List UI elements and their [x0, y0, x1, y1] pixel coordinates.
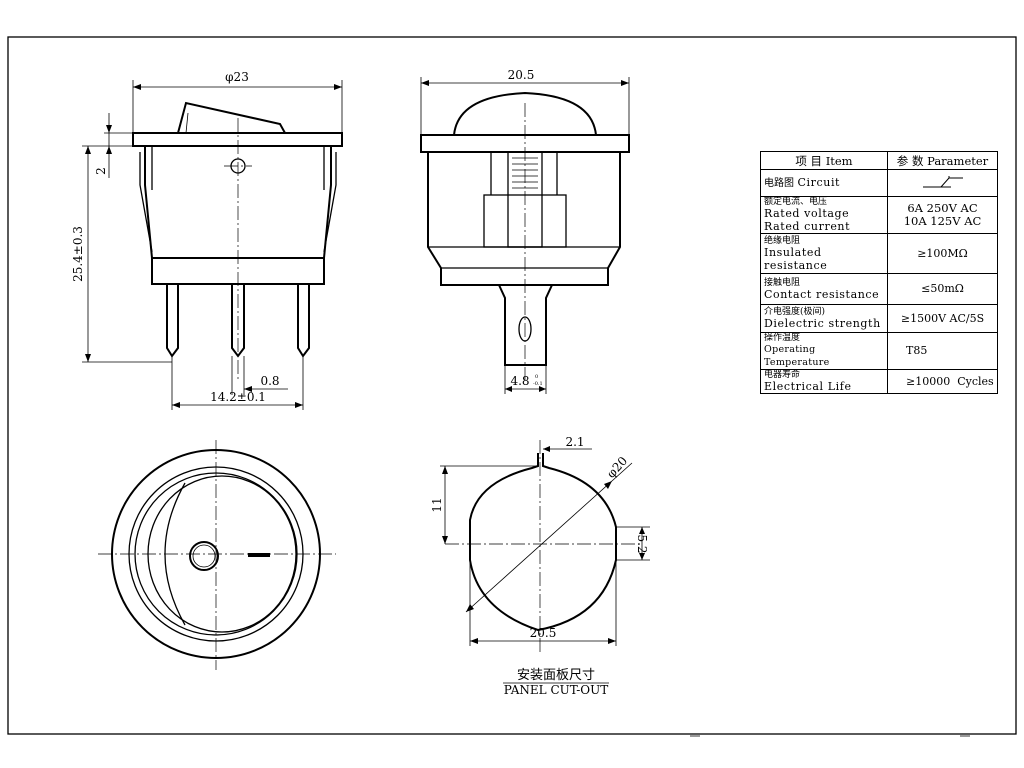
cutout-caption-zh: 安装面板尺寸	[517, 668, 595, 683]
rated-en: Rated voltage	[764, 207, 850, 220]
dielectric-zh: 介电强度(极间)	[764, 307, 826, 317]
side-view: 20.5 4.8 0 -0.1	[420, 68, 630, 394]
cutout-width-label: 20.5	[530, 626, 557, 640]
side-width-label: 20.5	[508, 68, 535, 82]
front-view: φ23 25.4±0.3	[71, 70, 343, 410]
cutout-diameter-label: φ20	[604, 454, 630, 481]
front-thickness-label: 0.8	[260, 374, 279, 388]
insulated-zh: 绝缘电阻	[764, 235, 801, 246]
rated-en2: Rated current	[764, 220, 851, 233]
insulated-en2: resistance	[764, 258, 828, 272]
contact-en: Contact resistance	[764, 287, 880, 301]
dielectric-en: Dielectric strength	[764, 317, 881, 330]
contact-zh: 接触电阻	[764, 277, 801, 288]
life-value: ≥10000 Cycles	[887, 369, 998, 394]
rated-zh: 额定电流、电压	[764, 197, 828, 207]
rated-value2: 10A 125V AC	[903, 214, 982, 228]
life-en: Electrical Life	[764, 380, 852, 393]
header-item: 项 目 Item	[760, 151, 888, 170]
spec-row-dielectric: 介电强度(极间) Dielectric strength ≥1500V AC/5…	[760, 304, 998, 333]
front-height-label: 25.4±0.3	[71, 226, 85, 282]
spec-row-rated: 额定电流、电压 Rated voltage Rated current 6A 2…	[760, 196, 998, 234]
dielectric-value: ≥1500V AC/5S	[887, 304, 998, 333]
temperature-zh: 操作温度	[764, 333, 801, 343]
front-small-label: 2	[94, 167, 108, 175]
front-width-label: φ23	[225, 70, 249, 84]
side-terminal-tol-upper: 0	[535, 374, 538, 380]
drawing-border	[7, 36, 1017, 735]
cutout-caption-en: PANEL CUT-OUT	[504, 683, 608, 697]
front-pitch-label: 14.2±0.1	[210, 390, 266, 404]
spec-row-life: 电器寿命 Electrical Life ≥10000 Cycles	[760, 369, 998, 394]
circuit-zh: 电路图	[764, 177, 794, 189]
temperature-en: Operating Temperature	[764, 344, 830, 368]
spec-table: 项 目 Item 参 数 Parameter 电路图 Circuit 额定电流、…	[760, 151, 998, 394]
spec-table-header: 项 目 Item 参 数 Parameter	[760, 151, 998, 170]
spec-row-insulated: 绝缘电阻 Insulated resistance ≥100MΩ	[760, 233, 998, 274]
top-view	[98, 440, 336, 670]
side-terminal-tol-lower: -0.1	[533, 381, 543, 387]
insulated-value: ≥100MΩ	[887, 233, 998, 274]
cutout-flat-label: 5.2	[635, 534, 649, 553]
spec-row-circuit: 电路图 Circuit	[760, 169, 998, 197]
circuit-symbol-icon	[922, 175, 963, 187]
panel-cutout-view: φ20 2.1 11 5.2 20.5 安装面板尺寸 PANEL CUT-OUT	[430, 435, 650, 697]
life-zh: 电器寿命	[764, 370, 801, 380]
contact-value: ≤50mΩ	[887, 273, 998, 305]
spec-row-temperature: 操作温度 Operating Temperature T85	[760, 332, 998, 370]
insulated-en: Insulated	[764, 245, 822, 259]
cutout-notch-label: 2.1	[565, 435, 584, 449]
temperature-value: T85	[887, 332, 998, 370]
circuit-en: Circuit	[797, 175, 841, 189]
spec-row-contact: 接触电阻 Contact resistance ≤50mΩ	[760, 273, 998, 305]
side-terminal-label: 4.8	[510, 374, 529, 388]
cutout-height-label: 11	[430, 497, 444, 512]
header-param: 参 数 Parameter	[887, 151, 998, 170]
rated-value: 6A 250V AC	[907, 201, 978, 215]
